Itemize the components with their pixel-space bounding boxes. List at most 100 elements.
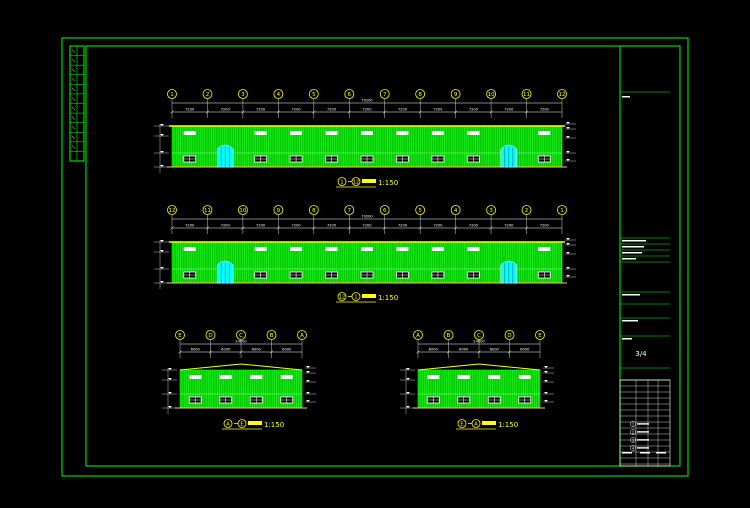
axis-bubble	[297, 330, 307, 340]
level-mark-right	[566, 267, 570, 269]
legend-text-stub	[637, 447, 649, 449]
level-mark-left	[160, 151, 164, 153]
binding-strip-mark	[71, 145, 76, 149]
dimension-tick	[347, 110, 351, 114]
caption-axis-to: 1	[354, 294, 357, 300]
clerestory-window	[488, 375, 501, 379]
axis-label: 4	[454, 208, 458, 214]
dimension-tick	[453, 110, 458, 114]
clerestory-window	[280, 375, 293, 379]
title-block-text-stub	[622, 294, 640, 296]
binding-strip-mark	[71, 116, 76, 120]
clerestory-window	[431, 131, 444, 135]
binding-strip-mark	[71, 106, 76, 111]
axis-label: 9	[277, 208, 281, 214]
binding-strip	[69, 45, 85, 162]
axis-label: B	[270, 333, 274, 339]
clerestory-window	[361, 131, 373, 135]
bay-dimension-text: 6000	[252, 348, 262, 352]
title-block-text-stub	[622, 246, 644, 248]
dimension-tick	[507, 350, 512, 354]
axis-bubble	[379, 205, 390, 215]
dimension-tick	[170, 226, 174, 230]
caption-axis-to: E	[240, 421, 243, 427]
bay-dimension-text: 6000	[459, 348, 469, 352]
axis-label: C	[477, 333, 481, 339]
bay-dimension-text: 7200	[433, 108, 443, 112]
dimension-tick	[205, 110, 210, 114]
caption-scale: 1:150	[378, 294, 398, 302]
level-mark-left	[168, 368, 172, 370]
legend-text-stub	[637, 431, 649, 433]
caption-axis-bubble	[457, 419, 467, 428]
dimension-tick	[312, 226, 316, 230]
bay-dimension-text: 7200	[469, 108, 479, 112]
clerestory-window	[219, 375, 232, 379]
dimension-tick	[477, 350, 481, 354]
axis-bubble	[521, 89, 532, 99]
legend-bubble	[630, 429, 636, 435]
level-mark-left	[160, 124, 164, 126]
clerestory-window	[250, 375, 263, 379]
caption-axis-bubble	[223, 419, 233, 428]
dimension-tick	[489, 226, 493, 230]
caption-axis-from: E	[460, 421, 463, 427]
dimension-tick	[178, 350, 182, 354]
level-mark-left	[160, 281, 164, 283]
bay-dimension-text: 7200	[469, 224, 479, 228]
level-mark-right	[544, 400, 548, 402]
level-mark-right	[544, 392, 548, 394]
dimension-tick	[241, 110, 245, 114]
dimension-tick	[205, 226, 210, 230]
binding-strip-mark	[71, 126, 76, 130]
overall-dimension-text: 79200	[361, 99, 373, 103]
clerestory-window	[467, 131, 480, 135]
dimension-tick	[524, 110, 529, 114]
axis-label: 11	[204, 208, 211, 214]
axis-bubble	[236, 330, 246, 340]
caption-scale: 1:150	[264, 421, 284, 429]
axis-bubble	[308, 89, 319, 99]
axis-label: 10	[239, 208, 246, 214]
caption-axis-from: A	[226, 421, 230, 427]
axis-label: C	[239, 333, 243, 339]
title-block-text-stub	[622, 258, 636, 260]
level-mark-left	[160, 165, 164, 167]
level-mark-left	[160, 267, 164, 269]
axis-label: E	[178, 333, 182, 339]
axis-bubble	[486, 89, 496, 99]
bay-dimension-text: 7200	[327, 108, 337, 112]
axis-label: D	[208, 333, 212, 339]
dimension-tick	[312, 110, 316, 114]
caption-axis-from: 12	[339, 294, 345, 300]
bay-dimension-text: 6000	[429, 348, 439, 352]
axis-bubble	[344, 205, 355, 215]
bay-dimension-text: 7200	[185, 224, 195, 228]
title-block-text-stub	[622, 452, 632, 454]
title-block-text-stub	[622, 320, 638, 322]
clerestory-window	[518, 375, 531, 379]
level-mark-left	[406, 378, 410, 380]
axis-bubble	[308, 205, 319, 215]
axis-bubble	[238, 205, 248, 215]
axis-label: 8	[418, 92, 422, 98]
axis-bubble	[175, 330, 185, 340]
bay-dimension-text: 7200	[256, 224, 266, 228]
legend-number: 2	[632, 430, 634, 434]
axis-label: 2	[525, 208, 529, 214]
axis-bubble	[167, 205, 177, 215]
dimension-tick	[276, 110, 281, 114]
axis-label: 12	[559, 92, 566, 98]
clerestory-window	[254, 131, 267, 135]
title-block-text-stub	[622, 96, 630, 98]
axis-bubble	[557, 205, 567, 215]
binding-strip-mark	[71, 58, 76, 63]
level-mark-left	[168, 406, 172, 408]
axis-label: 10	[488, 92, 495, 98]
axis-bubble	[521, 205, 532, 215]
level-mark-left	[406, 368, 410, 370]
axis-label: 5	[418, 208, 422, 214]
